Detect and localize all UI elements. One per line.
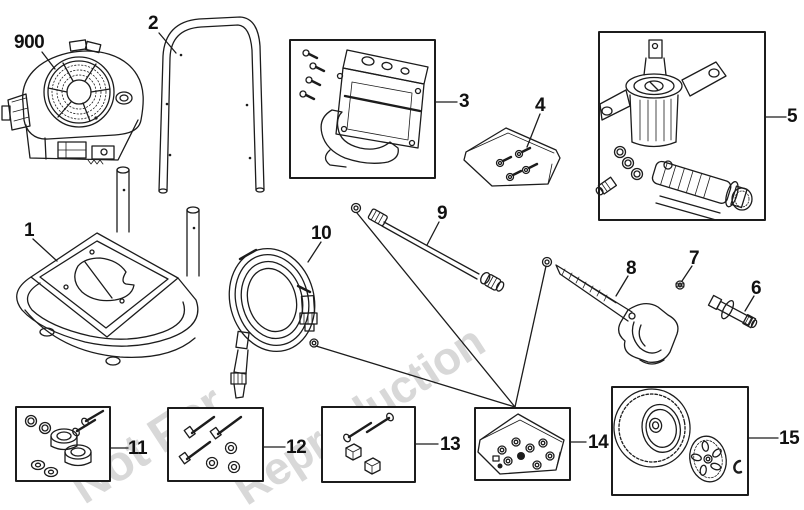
box-12 xyxy=(167,407,264,482)
axle-bolt-drawing xyxy=(707,294,758,329)
panel-kit-drawing xyxy=(299,49,429,168)
frame-drawing xyxy=(16,166,200,366)
callout-11: 11 xyxy=(128,438,148,459)
handle-drawing xyxy=(158,16,265,194)
bolt-kit-13-drawing xyxy=(343,412,394,475)
callout-6: 6 xyxy=(751,278,762,299)
callout-900: 900 xyxy=(14,32,45,53)
hose-drawing xyxy=(228,247,319,399)
seal-kit-drawing xyxy=(477,413,565,475)
pump-drawing xyxy=(595,39,753,221)
callout-8: 8 xyxy=(626,258,637,279)
kit-pointer-lines xyxy=(315,212,547,408)
engine-drawing xyxy=(1,39,144,165)
callout-3: 3 xyxy=(459,91,470,112)
callout-14: 14 xyxy=(588,432,609,453)
callout-9: 9 xyxy=(437,203,448,224)
callout-2: 2 xyxy=(148,13,159,34)
spray-gun-drawing xyxy=(541,256,679,365)
box-15 xyxy=(611,386,749,496)
bolt-kit-12-drawing xyxy=(178,415,243,474)
leader-lines xyxy=(32,32,787,449)
box-13 xyxy=(321,406,416,483)
callout-1: 1 xyxy=(24,220,35,241)
nut-drawing xyxy=(675,280,685,290)
wheel-kit-drawing xyxy=(613,388,743,483)
callout-10: 10 xyxy=(311,223,332,244)
fastener-bag-drawing xyxy=(463,127,561,187)
callout-4: 4 xyxy=(535,95,546,116)
callout-5: 5 xyxy=(787,106,798,127)
wand-drawing xyxy=(350,202,505,292)
isolator-kit-drawing xyxy=(24,409,105,478)
callout-12: 12 xyxy=(286,437,307,458)
callout-13: 13 xyxy=(440,434,461,455)
callout-15: 15 xyxy=(779,428,800,449)
callout-7: 7 xyxy=(689,248,700,269)
box-14 xyxy=(474,407,571,481)
